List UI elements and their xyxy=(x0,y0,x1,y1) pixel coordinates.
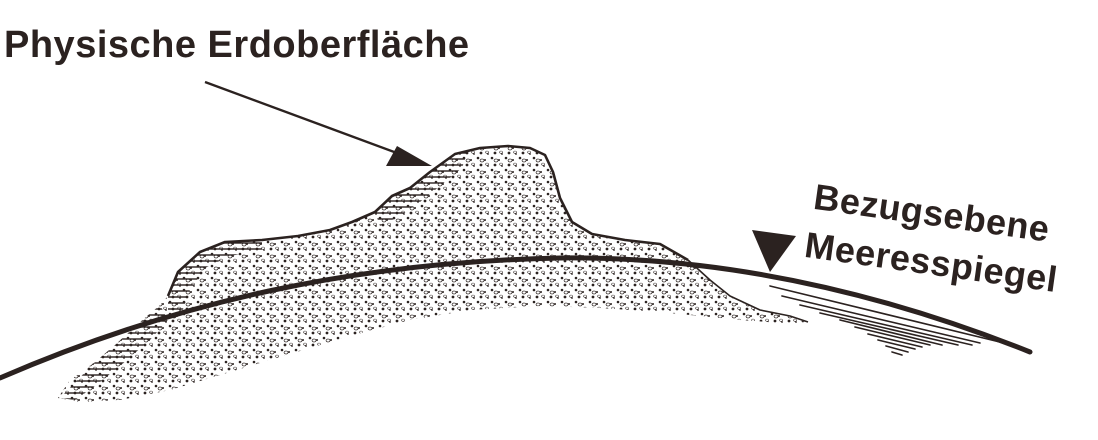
water-hatching xyxy=(769,285,1009,356)
slope-hatching xyxy=(60,150,468,400)
mountain-right-edge xyxy=(687,259,809,323)
mountain xyxy=(58,144,809,402)
reference-surface-line xyxy=(0,255,1033,381)
physical-surface-label: Physische Erdoberfläche xyxy=(4,24,470,66)
sea-level-triangle-icon xyxy=(752,230,796,272)
mountain-outline xyxy=(166,144,689,297)
mountain-fill xyxy=(58,146,805,402)
pointer-arrow-icon xyxy=(204,80,432,166)
